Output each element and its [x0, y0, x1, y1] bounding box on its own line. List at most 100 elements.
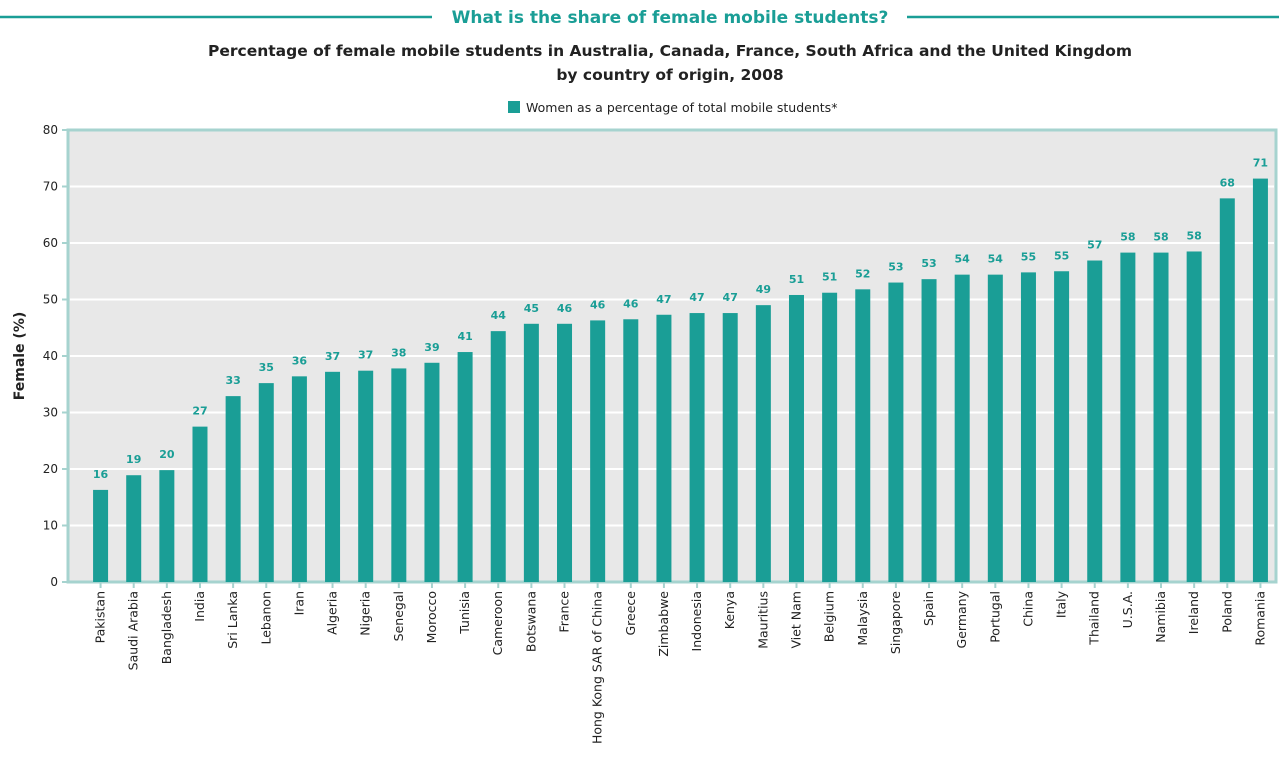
bar-value-label: 45 [524, 302, 539, 315]
bar [93, 489, 109, 582]
bar-value-label: 54 [988, 253, 1004, 266]
bar [1186, 251, 1202, 582]
category-label: Ireland [1186, 591, 1201, 634]
bar [822, 292, 838, 582]
bar-value-label: 47 [723, 291, 738, 304]
bar [1087, 260, 1103, 582]
bar [954, 274, 970, 582]
chart-subtitle: by country of origin, 2008 [556, 66, 783, 84]
bar [855, 289, 871, 582]
bar-value-label: 58 [1120, 231, 1135, 244]
bar [722, 313, 738, 582]
category-label: Zimbabwe [656, 591, 671, 657]
bar [755, 305, 771, 582]
bar [1219, 198, 1235, 583]
bar [788, 294, 804, 582]
category-label: Namibia [1153, 591, 1168, 643]
category-label: Hong Kong SAR of China [590, 591, 605, 744]
category-label: Nigeria [358, 591, 373, 636]
bar [225, 396, 241, 582]
bar [391, 368, 407, 582]
category-label: Tunisia [457, 591, 472, 635]
bar-value-label: 46 [623, 297, 639, 310]
bar-value-label: 38 [391, 346, 406, 359]
y-tick-label: 10 [43, 519, 58, 533]
category-label: Senegal [391, 591, 406, 641]
bar [424, 362, 440, 582]
bar-value-label: 39 [424, 341, 439, 354]
category-label: India [192, 591, 207, 622]
bar-value-label: 33 [225, 374, 240, 387]
y-tick-label: 40 [43, 349, 58, 363]
y-tick-label: 50 [43, 293, 58, 307]
y-tick-label: 20 [43, 462, 58, 476]
bar [159, 470, 175, 582]
category-label: Pakistan [93, 591, 108, 643]
bar [921, 279, 937, 582]
bar [457, 352, 473, 582]
bar-value-label: 51 [789, 273, 804, 286]
bar [192, 426, 208, 582]
bar-value-label: 37 [358, 349, 373, 362]
category-label: Cameroon [490, 591, 505, 655]
legend-label: Women as a percentage of total mobile st… [526, 100, 837, 115]
chart-title: Percentage of female mobile students in … [208, 42, 1132, 60]
legend-swatch [508, 101, 520, 113]
category-label: Italy [1054, 590, 1069, 618]
bar-value-label: 53 [921, 257, 936, 270]
bar-value-label: 46 [557, 302, 573, 315]
bar [1153, 252, 1169, 583]
bar [1120, 252, 1136, 583]
bar [1252, 178, 1268, 582]
bar-value-label: 19 [126, 453, 141, 466]
bar-value-label: 51 [822, 271, 837, 284]
bar-value-label: 47 [656, 293, 671, 306]
category-label: France [557, 591, 572, 633]
category-label: Saudi Arabia [126, 591, 141, 670]
bar [358, 370, 374, 582]
category-label: Indonesia [689, 591, 704, 651]
bar-value-label: 35 [259, 361, 274, 374]
category-label: Spain [921, 591, 936, 626]
bar-value-label: 54 [955, 253, 971, 266]
bar-value-label: 53 [888, 261, 903, 274]
category-label: Romania [1252, 591, 1267, 646]
category-label: China [1020, 591, 1035, 627]
y-tick-label: 70 [43, 180, 58, 194]
category-label: Lebanon [258, 591, 273, 645]
category-label: Mauritius [755, 591, 770, 649]
bar-value-label: 68 [1220, 176, 1235, 189]
bar [689, 313, 705, 582]
category-label: Morocco [424, 591, 439, 643]
category-label: Portugal [987, 591, 1002, 643]
bar-value-label: 41 [457, 330, 472, 343]
category-label: Algeria [325, 591, 340, 635]
bar [1020, 272, 1036, 582]
bar-value-label: 27 [192, 405, 207, 418]
bar [1054, 271, 1070, 582]
bar [888, 282, 904, 582]
bar [490, 331, 506, 582]
bar-value-label: 44 [491, 309, 507, 322]
bar [523, 323, 539, 582]
y-tick-label: 60 [43, 236, 58, 250]
bar-value-label: 71 [1253, 157, 1268, 170]
bar [656, 314, 672, 582]
category-label: Singapore [888, 591, 903, 654]
bar-value-label: 55 [1054, 249, 1069, 262]
bar [590, 320, 606, 582]
category-label: Iran [291, 591, 306, 615]
banner-title: What is the share of female mobile stude… [452, 8, 889, 28]
y-tick-label: 0 [50, 575, 58, 589]
category-label: Botswana [523, 591, 538, 652]
category-label: U.S.A. [1120, 591, 1135, 628]
bar [325, 371, 341, 582]
bar-value-label: 47 [689, 291, 704, 304]
bar [987, 274, 1003, 582]
bar-value-label: 58 [1186, 229, 1201, 242]
banner: What is the share of female mobile stude… [0, 8, 1279, 28]
category-label: Belgium [822, 591, 837, 642]
